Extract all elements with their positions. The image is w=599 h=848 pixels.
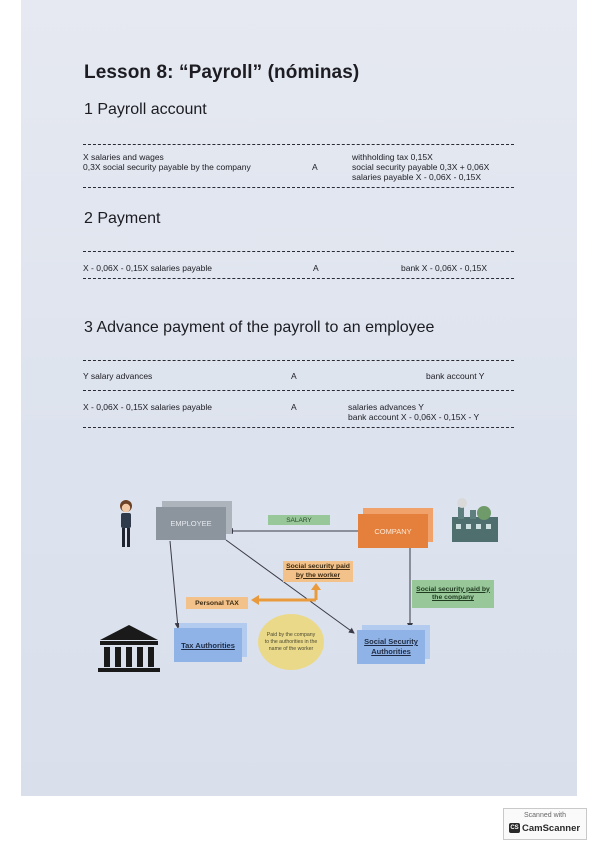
entry-separator: A [313, 263, 319, 273]
social-security-authorities-box: Social Security Authorities [357, 630, 425, 664]
camscanner-logo-icon: CS [509, 823, 520, 833]
government-building-icon [98, 625, 160, 672]
credit-line: social security payable 0,3X + 0,06X [352, 162, 490, 172]
salary-label: SALARY [268, 515, 330, 525]
section-heading-payment: 2 Payment [84, 210, 161, 227]
divider [83, 427, 514, 428]
entry-separator: A [291, 402, 297, 412]
employee-to-ss-arrow [225, 539, 355, 634]
credit-line: bank X - 0,06X - 0,15X [401, 263, 487, 273]
credit-line: withholding tax 0,15X [352, 152, 433, 162]
employee-figure-icon [120, 500, 132, 547]
divider [83, 187, 514, 188]
scanned-with-text: Scanned with [523, 812, 567, 819]
divider [83, 144, 514, 145]
personal-tax-label: Personal TAX [186, 597, 248, 609]
tax-authorities-box: Tax Authorities [174, 628, 242, 662]
section-heading-advance-payment: 3 Advance payment of the payroll to an e… [84, 319, 435, 336]
credit-line: bank account X - 0,06X - 0,15X - Y [348, 412, 480, 422]
credit-line: salaries advances Y [348, 402, 424, 412]
paper-sheet [21, 0, 577, 796]
entry-separator: A [312, 162, 318, 172]
orange-left-arrowhead [251, 595, 259, 605]
debit-line: X - 0,06X - 0,15X salaries payable [83, 402, 212, 412]
credit-line: salaries payable X - 0,06X - 0,15X [352, 172, 481, 182]
paid-by-company-note: Paid by the company to the authorities i… [258, 614, 324, 670]
debit-line: 0,3X social security payable by the comp… [83, 162, 251, 172]
camscanner-brand: CamScanner [522, 823, 581, 834]
camscanner-stamp: Scanned with CS CamScanner [503, 808, 587, 840]
divider [83, 360, 514, 361]
debit-line: X salaries and wages [83, 152, 164, 162]
orange-up-arrowhead [311, 583, 321, 590]
divider [83, 251, 514, 252]
credit-line: bank account Y [426, 371, 485, 381]
section-heading-payroll-account: 1 Payroll account [84, 101, 207, 118]
divider [83, 278, 514, 279]
company-building-icon [452, 498, 498, 542]
ss-paid-by-company-label: Social security paid by the company [412, 580, 494, 608]
debit-line: Y salary advances [83, 371, 153, 381]
page-title: Lesson 8: “Payroll” (nóminas) [84, 62, 360, 83]
ss-paid-by-worker-label: Social security paid by the worker [283, 561, 353, 582]
employee-box: EMPLOYEE [156, 507, 226, 540]
employee-to-tax-arrow [169, 540, 181, 629]
company-box: COMPANY [358, 514, 428, 548]
divider [83, 390, 514, 391]
entry-separator: A [291, 371, 297, 381]
debit-line: X - 0,06X - 0,15X salaries payable [83, 263, 212, 273]
